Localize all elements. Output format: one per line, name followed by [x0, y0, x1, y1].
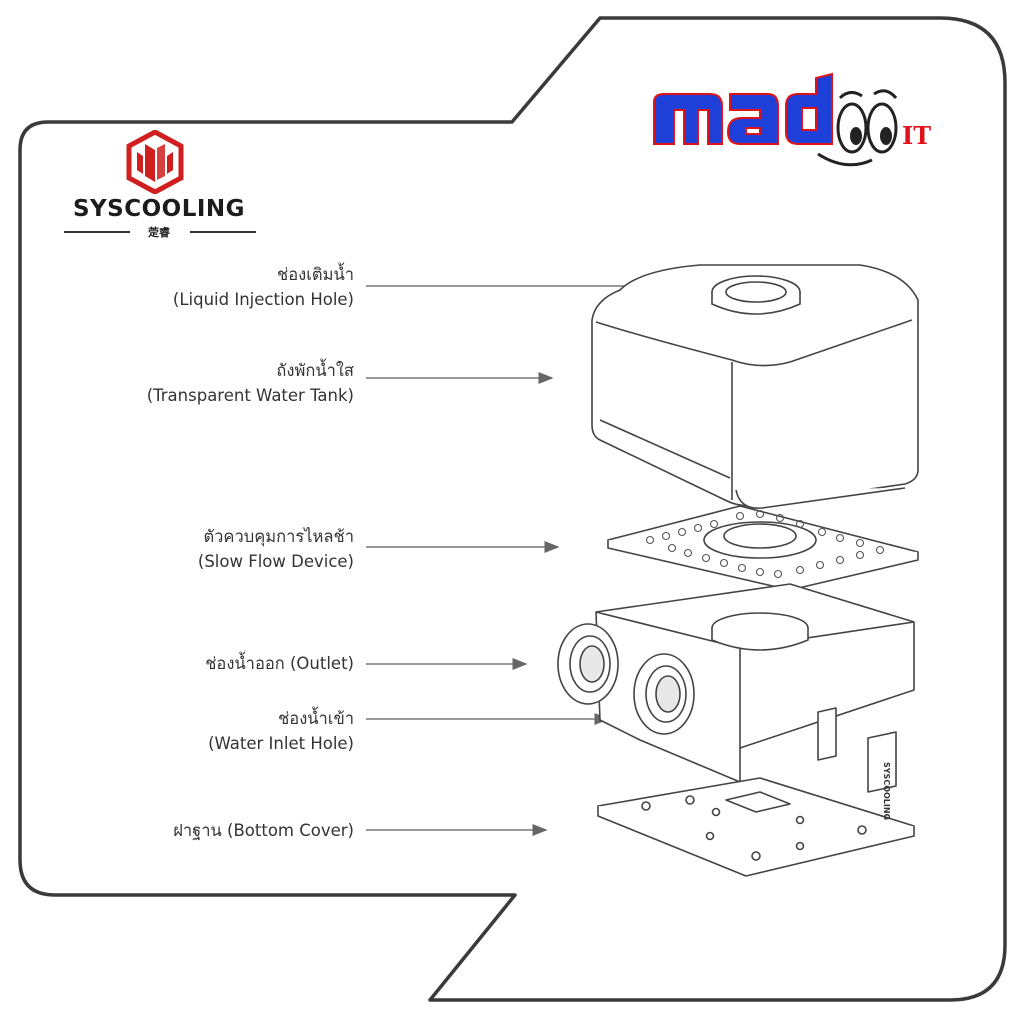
label-bottom-cover: ฝาฐาน (Bottom Cover)	[173, 818, 354, 843]
label-thai: ตัวควบคุมการไหลช้า	[203, 527, 354, 546]
label-thai: ช่องน้ำเข้า	[278, 709, 354, 728]
label-thai: ช่องน้ำออก (Outlet)	[205, 654, 354, 673]
mad-it-suffix: IT	[902, 121, 932, 150]
label-liquid-injection-hole: ช่องเติมน้ำ (Liquid Injection Hole)	[173, 262, 354, 312]
divider-left	[64, 231, 130, 233]
label-thai: ฝาฐาน (Bottom Cover)	[173, 821, 354, 840]
syscooling-subtitle: 萣睿	[148, 226, 170, 239]
label-outlet: ช่องน้ำออก (Outlet)	[205, 651, 354, 676]
label-transparent-water-tank: ถังพักน้ำใส (Transparent Water Tank)	[147, 358, 354, 408]
bottom-cover-part	[597, 777, 915, 877]
mad-it-logo-icon	[653, 72, 898, 167]
label-english: (Transparent Water Tank)	[146, 386, 354, 405]
label-thai: ถังพักน้ำใส	[276, 361, 354, 380]
transparent-water-tank-part	[591, 264, 919, 509]
syscooling-wordmark: SYSCOOLING	[72, 196, 246, 222]
slow-flow-device-part	[607, 505, 919, 591]
label-english: (Liquid Injection Hole)	[172, 290, 354, 309]
slow-flow-holes	[645, 509, 885, 579]
label-english: (Slow Flow Device)	[197, 552, 354, 571]
label-english: (Water Inlet Hole)	[208, 734, 354, 753]
reservoir-base-body-part	[557, 583, 915, 793]
device-side-brand-text: SYSCOOLING	[882, 762, 891, 820]
divider-right	[190, 231, 256, 233]
label-slow-flow-device: ตัวควบคุมการไหลช้า (Slow Flow Device)	[198, 524, 354, 574]
syscooling-logo-icon	[126, 130, 184, 194]
label-thai: ช่องเติมน้ำ	[277, 265, 354, 284]
label-water-inlet-hole: ช่องน้ำเข้า (Water Inlet Hole)	[208, 706, 354, 756]
